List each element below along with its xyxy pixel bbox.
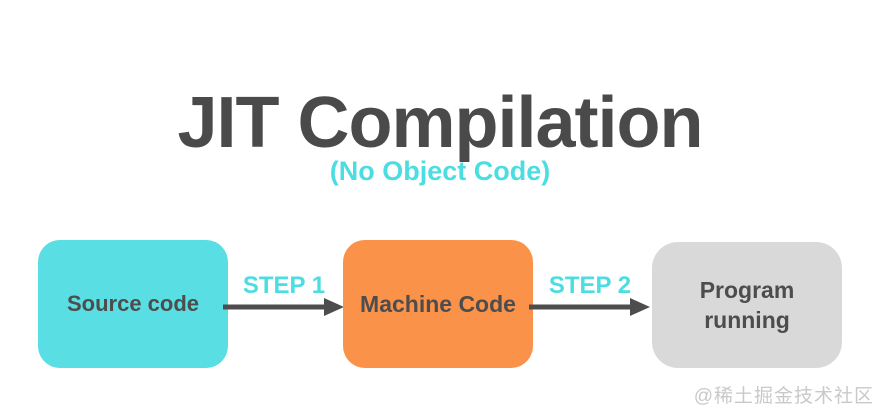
arrow-right-icon (529, 298, 650, 316)
node-machine-code: Machine Code (343, 240, 533, 368)
node-source-code: Source code (38, 240, 228, 368)
node-program-running-label: Program running (699, 277, 795, 333)
node-machine-code-label: Machine Code (360, 290, 516, 317)
node-program-running: Program running (652, 242, 842, 368)
step1-label: STEP 1 (242, 272, 326, 299)
diagram-title: JIT Compilation (177, 83, 704, 163)
step2-label: STEP 2 (548, 272, 632, 299)
arrow-right-icon (223, 298, 344, 316)
watermark: @稀土掘金技术社区 (693, 386, 874, 407)
diagram-subtitle: (No Object Code) (329, 156, 551, 186)
node-source-code-label: Source code (66, 291, 200, 316)
